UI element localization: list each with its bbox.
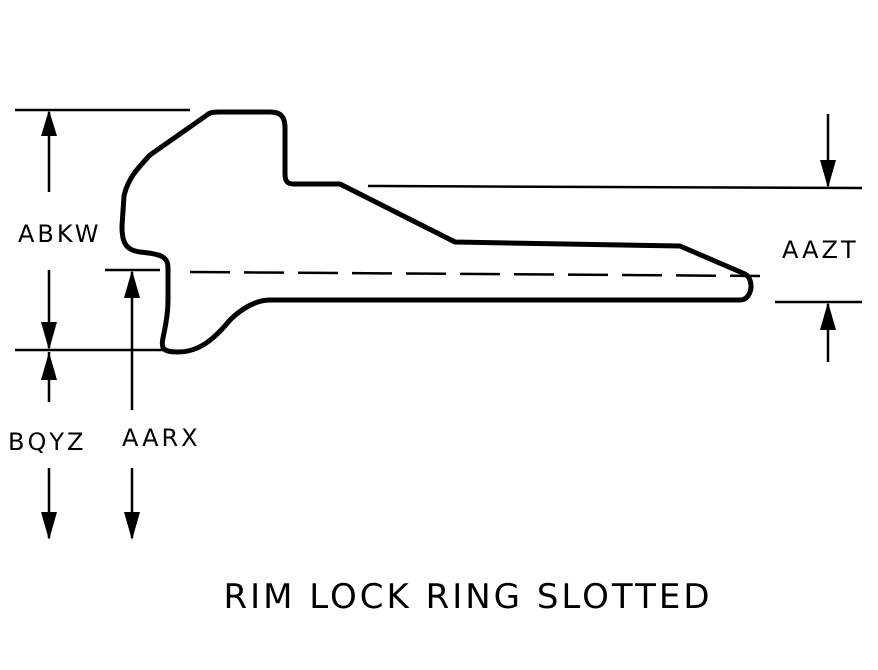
aazt-arrow-bottom [820, 302, 836, 330]
aarx-arrow-bottom [124, 512, 140, 540]
aazt-label: AAZT [782, 236, 859, 264]
bqyz-arrow-bottom [41, 512, 57, 540]
abkw-label: ABKW [18, 220, 102, 248]
aarx-label: AARX [122, 424, 201, 452]
centerline [189, 270, 761, 278]
ext-line-top-right [367, 184, 863, 190]
ring-profile [119, 109, 754, 355]
bqyz-arrow-top [41, 352, 57, 380]
aazt-arrow-top [820, 160, 836, 188]
abkw-arrow-bottom [41, 322, 57, 350]
abkw-arrow-top [41, 110, 57, 136]
aarx-arrow-top [124, 270, 140, 298]
diagram-title: RIM LOCK RING SLOTTED [223, 577, 712, 617]
bqyz-label: BQYZ [8, 428, 86, 456]
